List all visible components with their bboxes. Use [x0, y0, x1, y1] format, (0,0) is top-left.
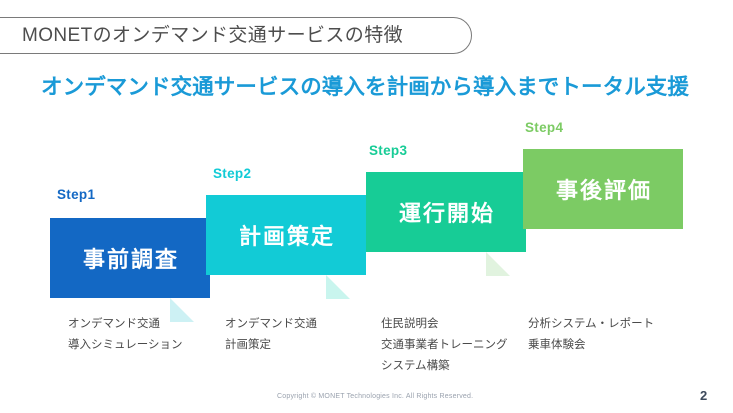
step-title-4: 事後評価	[555, 178, 652, 203]
page-number: 2	[700, 388, 708, 403]
step-block-2: 計画策定	[206, 195, 366, 275]
step-caption-3: 住民説明会 交通事業者トレーニング システム構築	[381, 314, 508, 377]
caption-line: システム構築	[381, 360, 450, 372]
step-shadow-2	[326, 275, 350, 299]
step-title-3: 運行開始	[398, 201, 495, 226]
caption-line: 乗車体験会	[528, 339, 586, 351]
step-block-3: 運行開始	[366, 172, 526, 252]
step-title-1: 事前調査	[82, 247, 179, 272]
subtitle-headline: オンデマンド交通サービスの導入を計画から導入までトータル支援	[41, 75, 690, 99]
caption-line: 分析システム・レポート	[528, 318, 655, 330]
step-caption-4: 分析システム・レポート 乗車体験会	[528, 314, 654, 356]
step-shadow-3	[486, 252, 510, 276]
caption-line: 住民説明会	[381, 318, 439, 330]
step-block-4: 事後評価	[523, 149, 683, 229]
caption-line: 導入シミュレーション	[68, 339, 183, 351]
caption-line: オンデマンド交通	[225, 318, 317, 330]
step-block-1: 事前調査	[50, 218, 210, 298]
step-label-1: Step1	[57, 187, 96, 202]
caption-line: 交通事業者トレーニング	[381, 339, 508, 351]
step-shadow-1	[170, 298, 194, 322]
step-title-2: 計画策定	[238, 224, 335, 249]
header-pill-shape	[0, 17, 472, 54]
step-caption-1: オンデマンド交通 導入シミュレーション	[68, 314, 183, 356]
step-label-3: Step3	[369, 143, 408, 158]
page-title: MONETのオンデマンド交通サービスの特徴	[22, 25, 404, 46]
footer-copyright: Copyright © MONET Technologies Inc. All …	[277, 393, 474, 400]
step-label-2: Step2	[213, 166, 252, 181]
caption-line: オンデマンド交通	[68, 318, 160, 330]
step-label-4: Step4	[525, 120, 564, 135]
step-caption-2: オンデマンド交通 計画策定	[225, 314, 317, 356]
caption-line: 計画策定	[225, 339, 271, 351]
